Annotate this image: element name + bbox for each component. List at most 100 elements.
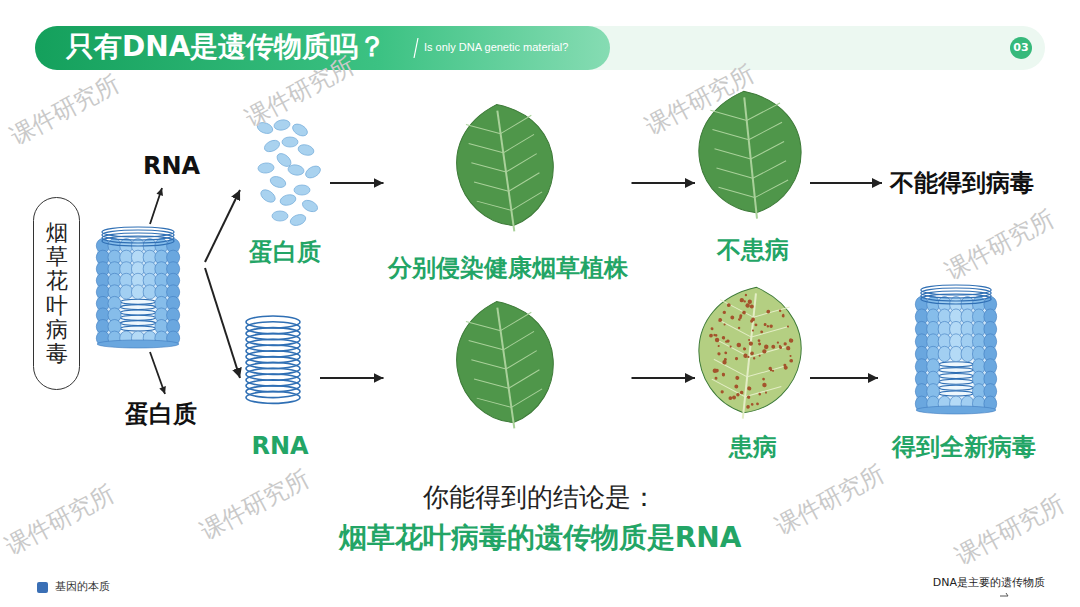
leaf-midrib	[497, 308, 514, 429]
disease-spot	[718, 318, 722, 322]
flow-arrow	[810, 377, 878, 379]
leaf-vein	[749, 141, 785, 159]
disease-spot	[766, 310, 770, 314]
virus-figure-node: RNA蛋白质	[95, 148, 205, 432]
disease-spot	[747, 386, 752, 391]
rna-node: RNA	[240, 312, 320, 462]
watermark: 课件研究所	[0, 479, 119, 561]
disease-spot	[754, 323, 757, 326]
leaf-vein	[469, 336, 504, 354]
disease-spot	[728, 396, 732, 400]
leaf-blade	[449, 295, 561, 429]
subtitle: Is only DNA genetic material?	[424, 41, 568, 54]
capsomere	[950, 346, 963, 361]
disease-spot	[779, 346, 782, 349]
protein-particle	[272, 211, 288, 221]
disease-spot	[730, 315, 734, 319]
disease-spot	[735, 376, 739, 380]
conclusion-text: 烟草花叶病毒的遗传物质是RNA	[339, 521, 742, 555]
protein-particle	[297, 143, 315, 157]
disease-spot	[777, 341, 779, 343]
disease-spot	[727, 303, 731, 307]
rna-spring	[246, 316, 300, 403]
disease-spot	[743, 300, 746, 303]
protein-particle	[269, 175, 287, 190]
leaf-vein	[717, 319, 753, 337]
infection-node: 分别侵染健康烟草植株	[384, 100, 632, 460]
protein-particle	[287, 164, 304, 177]
leaf-vein	[499, 312, 534, 330]
disease-spot	[787, 325, 789, 327]
virus-name-box: 烟草花叶病毒	[33, 197, 80, 390]
leaf-vein	[747, 122, 783, 140]
disease-spot	[736, 393, 740, 397]
disease-spot	[718, 345, 720, 347]
flow-arrow	[205, 268, 240, 378]
node-label: 不能得到病毒	[890, 169, 1034, 198]
protein-particle	[258, 162, 275, 173]
rna-coil	[120, 315, 155, 320]
leaf-vein	[466, 317, 501, 335]
disease-spot	[762, 378, 765, 381]
leaf-vein	[714, 145, 750, 163]
rna-ring	[921, 294, 991, 304]
watermark: 课件研究所	[640, 59, 759, 141]
diseased-result-node: 患病	[695, 283, 810, 463]
page-number-badge	[1010, 37, 1032, 59]
watermark: 课件研究所	[240, 51, 359, 133]
disease-spot	[722, 372, 726, 376]
protein-particle	[301, 198, 320, 214]
leaf-vein	[501, 134, 536, 152]
leaf-blade	[449, 98, 561, 232]
flow-arrow	[320, 377, 384, 379]
diseased-leaf	[692, 282, 807, 424]
leaf-vein	[499, 115, 534, 133]
disease-spot	[762, 349, 767, 354]
disease-spot	[709, 334, 713, 338]
capsomere	[131, 285, 144, 299]
leaf-vein	[710, 379, 746, 397]
disease-spot	[750, 351, 754, 355]
disease-spot	[771, 345, 775, 349]
rna-coil	[120, 299, 155, 304]
disease-spot	[714, 377, 717, 380]
disease-spot	[749, 341, 754, 346]
disease-spot	[722, 310, 726, 314]
rna-coil	[939, 379, 973, 384]
leaf-vein	[471, 158, 506, 176]
leaf-vein	[745, 383, 781, 401]
leaf-vein	[501, 331, 536, 349]
rna-coil	[939, 385, 973, 390]
node-label: 患病	[729, 433, 777, 462]
page-number: 03	[1013, 41, 1028, 54]
protein-particle	[282, 137, 298, 147]
watermark: 课件研究所	[5, 69, 124, 151]
disease-spot	[758, 393, 761, 396]
disease-spot	[752, 329, 754, 331]
title-separator	[414, 38, 418, 58]
disease-spot	[758, 355, 760, 357]
disease-spot	[722, 336, 726, 340]
protein-particles	[256, 119, 323, 228]
rna-coil	[939, 373, 973, 378]
watermark: 课件研究所	[770, 459, 889, 541]
disease-spot	[734, 384, 738, 388]
leaf-vein	[747, 363, 783, 381]
leader-arrowhead	[159, 386, 166, 394]
disease-spot	[764, 344, 769, 349]
rna-coil	[939, 368, 973, 373]
disease-spot	[768, 367, 772, 371]
flow-arrow	[632, 377, 696, 379]
disease-spot	[789, 359, 793, 363]
disease-spot	[723, 323, 725, 325]
disease-spot	[750, 319, 753, 322]
disease-spot	[735, 357, 738, 360]
disease-spot	[782, 314, 785, 317]
footer-link-mark	[1000, 593, 1008, 596]
leaf-vein	[471, 355, 506, 373]
node-label: RNA	[143, 152, 200, 181]
disease-spot	[756, 402, 759, 405]
disease-spot	[736, 342, 741, 347]
